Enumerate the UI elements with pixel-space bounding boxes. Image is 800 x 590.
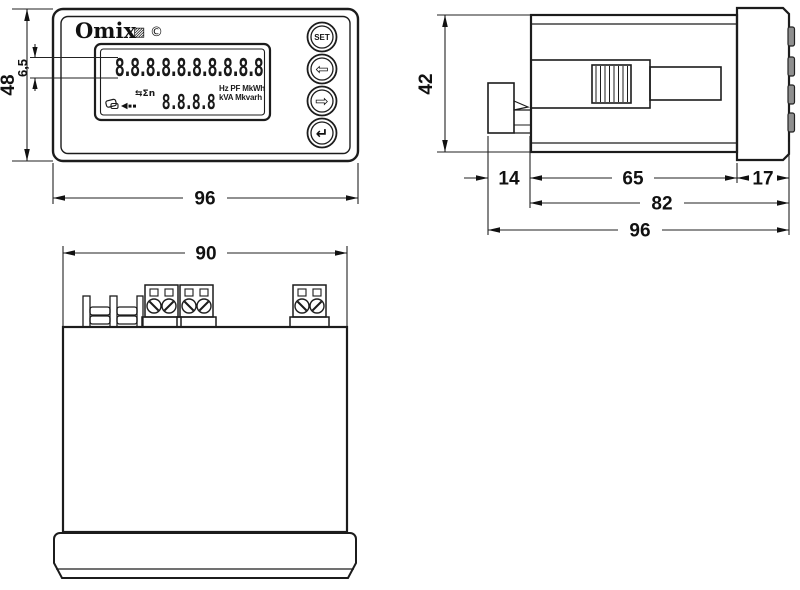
lcd-sub-prefix: ⇆Σn [135, 89, 155, 99]
dim-front-width: 96 [52, 163, 359, 210]
screw-terminal-block [289, 284, 330, 328]
blade-terminals [82, 295, 144, 328]
dim-bezel-depth: 17 [737, 169, 789, 190]
svg-text:↵: ↵ [316, 125, 329, 143]
svg-text:14: 14 [498, 169, 520, 190]
left-arrow-button: ⇦ [306, 53, 338, 85]
svg-text:90: 90 [195, 244, 216, 265]
svg-text:⇦: ⇦ [315, 60, 328, 79]
right-arrow-button: ⇨ [306, 85, 338, 117]
mount-rail-base [530, 59, 651, 109]
svg-text:6,5: 6,5 [15, 59, 30, 77]
dim-terminal-depth: 14 [464, 169, 520, 190]
dim-digit-height: 6,5 [15, 44, 118, 91]
top-bezel [53, 532, 357, 579]
side-buttons [787, 26, 796, 133]
comm-arrow-icon [121, 102, 136, 110]
top-view: 90 [53, 244, 357, 579]
comm-port-icon [105, 98, 119, 110]
lcd-window-outer [93, 42, 272, 122]
dim-front-height: 48 [0, 8, 53, 162]
brand-logo: Omix [75, 18, 136, 43]
side-view: 42 14 65 17 [416, 6, 796, 242]
side-button [787, 26, 796, 47]
screw-terminal-block [141, 284, 182, 328]
set-button: SET [306, 21, 338, 53]
front-bezel-inner [60, 15, 351, 155]
side-button [787, 112, 796, 133]
side-body [529, 13, 739, 154]
front-view: Omix ▨ © 8.8.8.8.8.8.8.8.8.8 ⇆Σn 8.8.8.8… [0, 7, 360, 210]
mount-rail [649, 66, 722, 101]
latch-clip [513, 100, 530, 111]
svg-text:96: 96 [629, 221, 650, 242]
svg-text:82: 82 [651, 194, 672, 215]
lcd-sub-digits: 8.8.8.8 [162, 91, 216, 115]
mount-clamp [591, 64, 632, 104]
lcd-units-line2: kVA Mkvarh [219, 93, 262, 102]
dim-side-height: 42 [416, 14, 531, 153]
svg-text:17: 17 [752, 169, 773, 190]
svg-text:96: 96 [194, 189, 215, 210]
dim-insert-depth: 82 [530, 194, 789, 215]
svg-text:65: 65 [622, 169, 644, 190]
svg-text:42: 42 [416, 73, 437, 94]
lcd-main-digits: 8.8.8.8.8.8.8.8.8.8 [115, 53, 264, 82]
screw-terminal-block [176, 284, 217, 328]
enter-button: ↵ [306, 117, 338, 149]
top-body [61, 325, 349, 534]
svg-text:48: 48 [0, 74, 19, 95]
side-bezel [735, 6, 791, 162]
dim-total-depth: 96 [488, 221, 789, 242]
side-button [787, 56, 796, 77]
logo-square-icon: ▨ [133, 25, 145, 40]
side-button [787, 84, 796, 105]
lcd-units-line1: Hz PF MkWh [219, 84, 265, 93]
dim-body-width: 90 [62, 244, 348, 326]
svg-text:SET: SET [314, 33, 330, 42]
svg-text:⇨: ⇨ [315, 92, 328, 111]
front-bezel-outer [51, 7, 360, 163]
dim-body-length: 65 [530, 169, 737, 190]
lcd-window-inner [99, 48, 266, 116]
terminal-connector [487, 82, 531, 134]
logo-circle-icon: © [150, 25, 163, 40]
